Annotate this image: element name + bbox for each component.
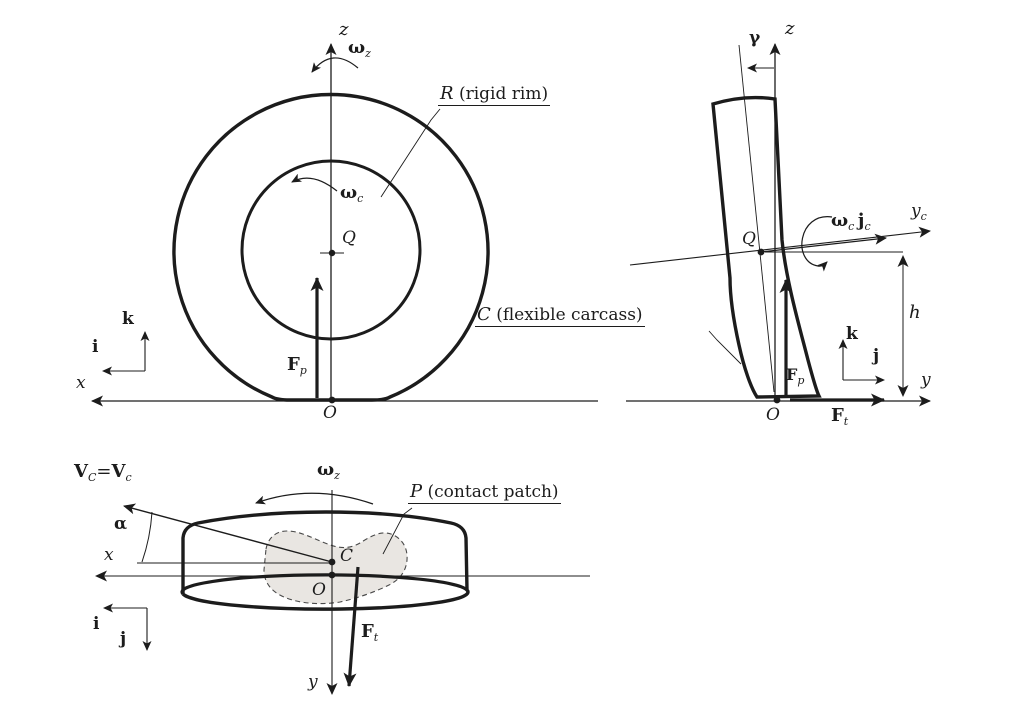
point-q-front [328,249,336,257]
h-dimension-label: h [909,302,921,323]
tire-outline-side [711,95,822,399]
ft-force-arrow-top [343,566,360,687]
tire-outline-top [181,510,470,611]
side-view-drawing [626,43,931,407]
flexible-carcass-callout: C (flexible carcass) [475,304,645,327]
patch-leader-line [382,507,413,555]
alpha-angle-arc [141,511,153,563]
point-o-front [328,396,336,404]
velocity-vector [123,503,333,563]
rigid-rim-callout: R (rigid rim) [438,83,551,106]
y-axis-label-top: y [308,672,318,692]
omega-c-rotation-arrow-side [801,216,833,272]
top-view-drawing [95,490,590,695]
rim-leader-line [380,108,441,198]
k-label-front: k [122,309,134,329]
omega-c-label-front: ωc [340,182,364,205]
fp-label-front: Fp [287,354,307,377]
i-label-top: i [93,614,100,634]
z-axis-label-front: z [339,19,349,40]
point-c-label-top: C [340,546,354,566]
omega-z-label-front: ωz [348,37,371,60]
point-o-top [328,571,336,579]
fp-label-side: Fp [786,365,805,387]
yc-axis-label: yc [911,201,927,223]
tire-bottom-edge-top [180,573,469,596]
point-o-label-front: O [323,403,337,423]
point-o-side [773,396,781,404]
i-label-front: i [92,337,99,357]
camber-axis-line [738,44,775,393]
tire-outline-front [172,92,490,402]
point-o-label-top: O [312,580,326,600]
y-axis-label-side: y [921,370,931,390]
omega-c-jc-label: ωc jc [831,210,871,233]
x-axis-label-top: x [104,545,114,565]
point-q-label-front: Q [342,228,356,248]
point-o-label-side: O [766,405,780,425]
omega-c-rotation-arrow-front [291,173,338,192]
point-q-label-side: Q [742,229,756,249]
contact-patch [263,530,408,605]
omega-z-rotation-arrow-front [311,57,359,73]
ft-label-top: Ft [361,621,379,644]
point-q-side [757,248,765,256]
contact-patch-callout: P (contact patch) [408,481,561,504]
j-label-side: j [873,346,880,366]
ft-label-side: Ft [831,405,849,428]
omega-z-label-top: ωz [317,459,340,482]
gamma-label: γ [749,28,761,48]
rim-circle [240,159,422,341]
carcass-leader-line [708,330,742,365]
omega-c-jc-vector [760,233,887,253]
alpha-label: α [114,514,128,534]
k-label-side: k [846,324,858,344]
front-view-drawing [91,43,598,407]
j-label-top: j [120,629,127,649]
omega-z-rotation-arrow-top [255,492,374,505]
yc-axis [629,226,931,266]
point-c-top [328,558,336,566]
velocity-label: VC=Vc [74,461,132,484]
z-axis-label-side: z [785,18,795,39]
x-axis-label-front: x [76,373,86,393]
